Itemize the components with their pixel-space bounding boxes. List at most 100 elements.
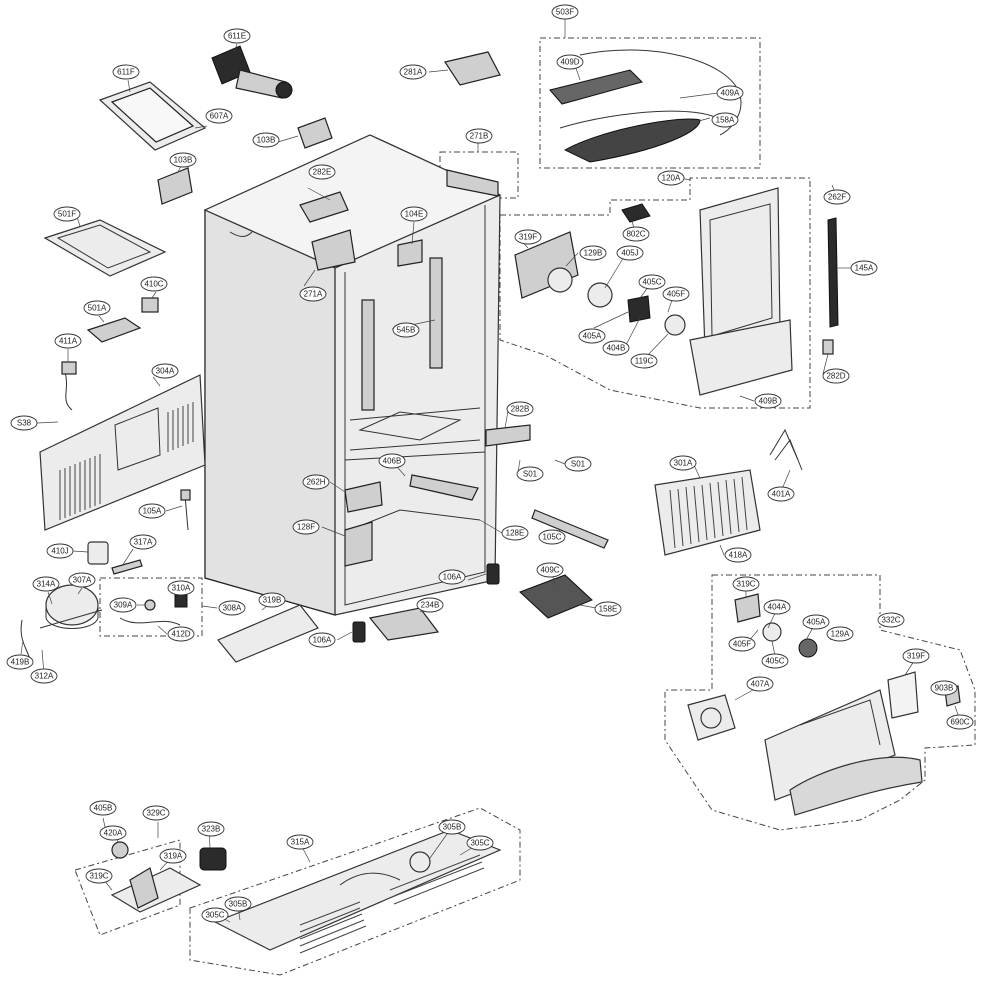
callout-611F: 611F	[112, 64, 140, 80]
part-407A-fan-housing	[687, 694, 736, 741]
callout-label: 404A	[768, 603, 787, 612]
callout-501F: 501F	[53, 206, 81, 222]
callout-label: 406B	[383, 457, 402, 466]
callout-label: 690C	[950, 718, 969, 727]
callout-282E: 282E	[308, 164, 336, 180]
callout-label: 262F	[828, 193, 846, 202]
callout-label: 129B	[584, 249, 603, 258]
part-802C	[621, 203, 651, 223]
callout-319B: 319B	[258, 592, 286, 608]
callout-405F-top: 405F	[662, 286, 690, 302]
part-282D	[822, 339, 834, 355]
callout-503F: 503F	[551, 4, 579, 20]
callout-690C: 690C	[946, 714, 974, 730]
callout-282B: 282B	[506, 401, 534, 417]
callout-label: 501A	[88, 304, 107, 313]
callout-label: 119C	[635, 357, 654, 366]
callout-label: 405C	[765, 657, 784, 666]
callout-label: 319A	[164, 852, 183, 861]
callout-label: 282D	[826, 372, 845, 381]
callout-label: 281A	[404, 68, 423, 77]
callout-label: 301A	[674, 459, 693, 468]
part-410C	[141, 297, 159, 313]
callout-305B-b: 305B	[224, 896, 252, 912]
callout-label: 307A	[73, 576, 92, 585]
callout-label: 282E	[313, 168, 332, 177]
callout-409C: 409C	[536, 562, 564, 578]
callout-label: 420A	[104, 829, 123, 838]
callout-129B: 129B	[579, 245, 607, 261]
callout-404B: 404B	[602, 340, 630, 356]
callout-label: 103B	[174, 156, 193, 165]
group-outline-315A	[189, 807, 521, 976]
callout-418A: 418A	[724, 547, 752, 563]
callout-S01-a: S01	[564, 456, 592, 472]
group-outline-bottom-left	[74, 839, 181, 936]
callout-label: 304A	[156, 367, 175, 376]
callout-label: 405F	[733, 640, 751, 649]
callout-label: 401A	[772, 490, 791, 499]
callout-309A: 309A	[109, 597, 137, 613]
cabinet	[203, 134, 531, 616]
callout-802C: 802C	[622, 226, 650, 242]
callout-611E: 611E	[223, 28, 251, 44]
callout-315A: 315A	[286, 834, 314, 850]
callout-label: 319F	[519, 233, 537, 242]
callout-label: 405J	[621, 249, 638, 258]
callout-323B: 323B	[197, 821, 225, 837]
callout-501A: 501A	[83, 300, 111, 316]
callout-label: 305C	[205, 911, 224, 920]
part-105A	[180, 489, 191, 531]
callout-label: 607A	[210, 112, 229, 121]
callout-317A: 317A	[129, 534, 157, 550]
callout-308A: 308A	[218, 600, 246, 616]
callout-409A: 409A	[716, 85, 744, 101]
part-323B-grille	[199, 847, 227, 871]
callout-labels: 611E611F607A103B103B281A271B282E271A104E…	[6, 4, 974, 923]
callout-label: 317A	[134, 538, 153, 547]
part-106A-legs	[352, 563, 500, 643]
part-409C-tray	[519, 574, 593, 619]
callout-319A: 319A	[159, 848, 187, 864]
callout-label: 503F	[556, 8, 574, 17]
callout-304A: 304A	[151, 363, 179, 379]
callout-409B: 409B	[754, 393, 782, 409]
part-319F-right-cover	[887, 671, 919, 719]
callout-label: 409A	[721, 89, 740, 98]
callout-319C-bottom: 319C	[85, 868, 113, 884]
callout-label: 319C	[89, 872, 108, 881]
callout-label: 106A	[313, 636, 332, 645]
callout-label: 419B	[11, 658, 30, 667]
callout-label: 309A	[114, 601, 133, 610]
callout-label: 310A	[172, 584, 191, 593]
callout-106A-a: 106A	[308, 632, 336, 648]
part-501F-cover	[43, 219, 167, 277]
callout-label: 145A	[855, 264, 874, 273]
callout-label: 271A	[304, 290, 323, 299]
callout-label: 802C	[626, 230, 645, 239]
callout-271A: 271A	[299, 286, 327, 302]
callout-label: 128E	[506, 529, 525, 538]
callout-label: 405A	[583, 332, 602, 341]
callout-103B-top: 103B	[252, 132, 280, 148]
callout-label: 308A	[223, 604, 242, 613]
callout-420A: 420A	[99, 825, 127, 841]
callout-label: 105A	[143, 507, 162, 516]
callout-label: 409B	[759, 397, 778, 406]
callout-label: 103B	[257, 136, 276, 145]
callout-305B-a: 305B	[438, 819, 466, 835]
part-301A-evaporator	[654, 469, 761, 556]
callout-120A: 120A	[657, 170, 685, 186]
part-304A-back-cover	[39, 374, 206, 531]
part-315A-base	[213, 829, 502, 954]
callout-305C-a: 305C	[466, 835, 494, 851]
part-411A-cord	[61, 361, 77, 411]
callout-label: S01	[523, 470, 538, 479]
callout-label: 305B	[443, 823, 462, 832]
callout-903B: 903B	[930, 680, 958, 696]
callout-label: 319C	[736, 580, 755, 589]
group-outline-332C	[664, 574, 976, 831]
callout-label: 104E	[405, 210, 424, 219]
callout-label: 903B	[935, 684, 954, 693]
